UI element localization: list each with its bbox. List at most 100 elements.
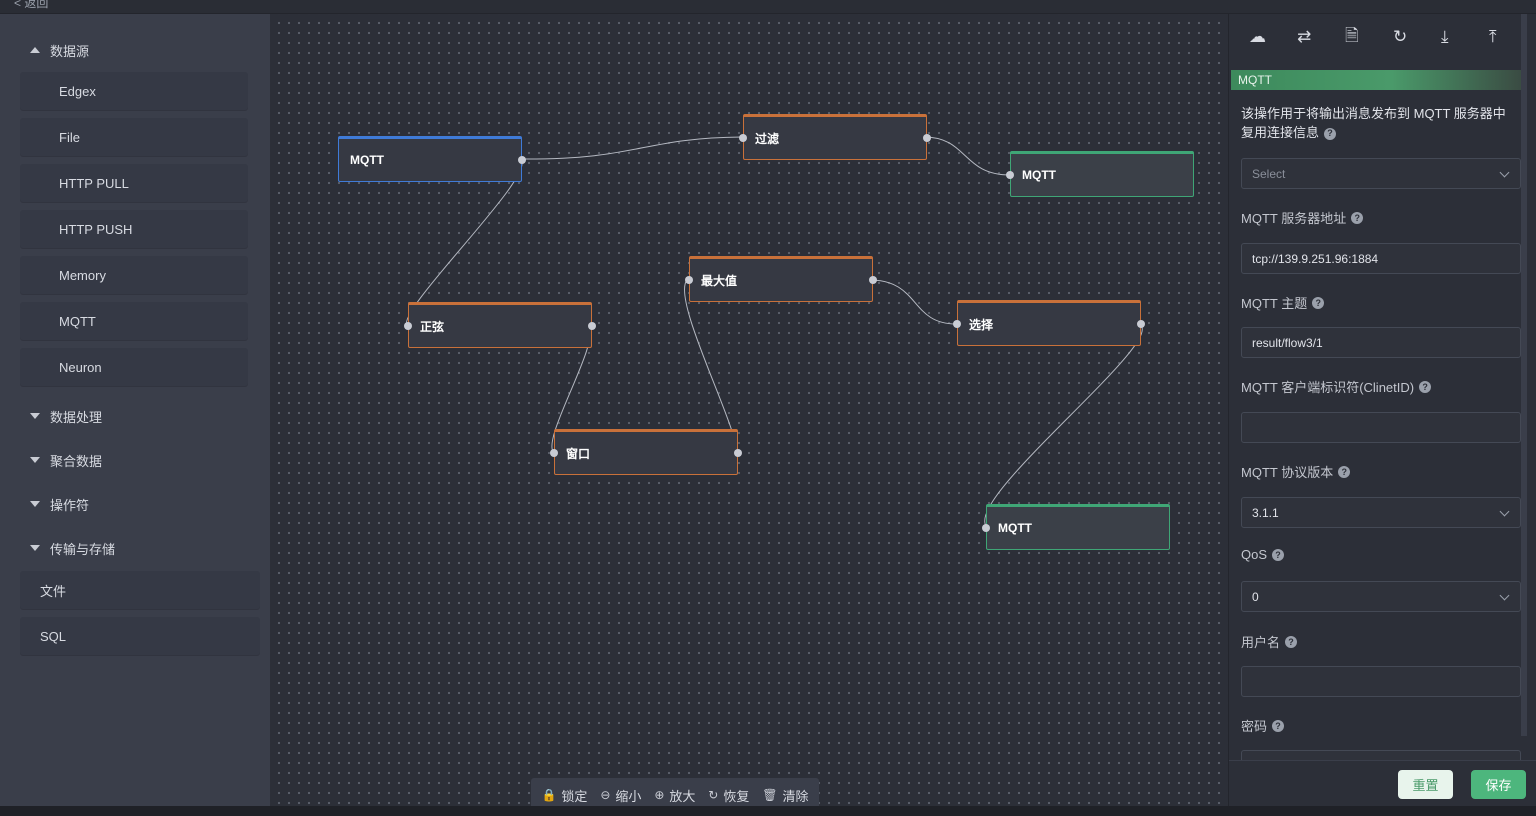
tool-label: 缩小 bbox=[615, 788, 642, 804]
topic-input[interactable]: result/flow3/1 bbox=[1241, 327, 1521, 358]
input-port[interactable] bbox=[982, 524, 990, 532]
zoom-out-button[interactable]: ⊖ 缩小 bbox=[600, 786, 641, 805]
server-address-input[interactable]: tcp://139.9.251.96:1884 bbox=[1241, 243, 1521, 274]
panel-description: 该操作用于将输出消息发布到 MQTT 服务器中 复用连接信息? bbox=[1241, 104, 1521, 142]
caret-up-icon bbox=[30, 47, 40, 53]
palette-item-label: File bbox=[59, 129, 80, 145]
node-window[interactable]: 窗口 bbox=[550, 429, 742, 475]
palette-item-sql[interactable]: SQL bbox=[20, 617, 260, 655]
group-label: 数据处理 bbox=[50, 409, 103, 425]
node-label: 最大值 bbox=[701, 273, 738, 288]
node-mqtt-sink-2[interactable]: MQTT bbox=[982, 504, 1170, 550]
group-label: 数据源 bbox=[50, 43, 90, 59]
lock-button[interactable]: 🔒 锁定 bbox=[541, 786, 587, 805]
tool-label: 锁定 bbox=[561, 788, 588, 804]
help-icon[interactable]: ? bbox=[1272, 548, 1285, 561]
input-port[interactable] bbox=[1006, 171, 1014, 179]
panel-scrollbar[interactable] bbox=[1521, 14, 1527, 736]
tool-label: 恢复 bbox=[723, 788, 750, 804]
qos-select[interactable]: 0 bbox=[1241, 581, 1521, 612]
palette-item-label: SQL bbox=[40, 628, 67, 644]
palette-item-file-sink[interactable]: 文件 bbox=[20, 571, 260, 609]
help-icon[interactable]: ? bbox=[1419, 380, 1432, 393]
chevron-down-icon bbox=[1499, 506, 1510, 517]
refresh-icon[interactable]: ↻ bbox=[1393, 27, 1408, 46]
palette-item-neuron[interactable]: Neuron bbox=[20, 348, 248, 386]
username-label: 用户名? bbox=[1241, 632, 1298, 651]
node-mqtt-sink-1[interactable]: MQTT bbox=[1006, 151, 1194, 197]
panel-action-icons: ☁ ⇄ 🗎 ↻ ⤓ ⤒ bbox=[1229, 14, 1536, 60]
chevron-down-icon bbox=[1499, 167, 1510, 178]
lock-icon: 🔒 bbox=[541, 788, 557, 802]
palette-item-edgex[interactable]: Edgex bbox=[20, 72, 248, 110]
select-placeholder: Select bbox=[1252, 166, 1286, 181]
output-port[interactable] bbox=[1137, 320, 1145, 328]
input-port[interactable] bbox=[550, 449, 558, 457]
sync-icon[interactable]: ⇄ bbox=[1297, 27, 1312, 46]
input-port[interactable] bbox=[685, 276, 693, 284]
help-icon[interactable]: ? bbox=[1272, 719, 1285, 732]
help-icon[interactable]: ? bbox=[1324, 127, 1337, 140]
clientid-input[interactable] bbox=[1241, 412, 1521, 443]
description-text: 该操作用于将输出消息发布到 MQTT 服务器中 bbox=[1241, 106, 1506, 121]
help-icon[interactable]: ? bbox=[1312, 296, 1325, 309]
reuse-connection-select[interactable]: Select bbox=[1241, 158, 1521, 189]
reuse-connection-label-row: 复用连接信息? bbox=[1241, 123, 1521, 142]
node-filter[interactable]: 过滤 bbox=[739, 114, 931, 160]
group-header-operators[interactable]: 操作符 bbox=[30, 494, 89, 514]
palette-item-mqtt[interactable]: MQTT bbox=[20, 302, 248, 340]
clear-button[interactable]: 🗑 清除 bbox=[762, 786, 808, 805]
zoom-in-button[interactable]: ⊕ 放大 bbox=[654, 786, 695, 805]
reuse-connection-label: 复用连接信息 bbox=[1241, 125, 1320, 140]
output-port[interactable] bbox=[923, 134, 931, 142]
caret-down-icon bbox=[30, 545, 40, 551]
group-label: 传输与存储 bbox=[50, 541, 116, 557]
chevron-down-icon bbox=[1499, 590, 1510, 601]
username-input[interactable] bbox=[1241, 666, 1521, 697]
help-icon[interactable]: ? bbox=[1351, 211, 1364, 224]
input-port[interactable] bbox=[739, 134, 747, 142]
palette-item-http-push[interactable]: HTTP PUSH bbox=[20, 210, 248, 248]
add-file-icon[interactable]: 🗎 bbox=[1345, 25, 1359, 45]
palette-item-file[interactable]: File bbox=[20, 118, 248, 156]
input-port[interactable] bbox=[953, 320, 961, 328]
palette-item-memory[interactable]: Memory bbox=[20, 256, 248, 294]
palette-item-http-pull[interactable]: HTTP PULL bbox=[20, 164, 248, 202]
reset-button[interactable]: 重置 bbox=[1398, 770, 1453, 799]
restore-button[interactable]: ↻ 恢复 bbox=[708, 786, 749, 805]
back-link[interactable]: < 返回 bbox=[14, 0, 49, 10]
group-header-aggregation[interactable]: 聚合数据 bbox=[30, 450, 102, 470]
upload-icon[interactable]: ⤒ bbox=[1489, 27, 1497, 46]
node-label: MQTT bbox=[350, 153, 384, 167]
group-header-data-source[interactable]: 数据源 bbox=[30, 40, 89, 60]
palette-item-label: MQTT bbox=[59, 313, 96, 329]
group-header-data-processing[interactable]: 数据处理 bbox=[30, 406, 102, 426]
output-port[interactable] bbox=[518, 156, 526, 164]
output-port[interactable] bbox=[869, 276, 877, 284]
output-port[interactable] bbox=[734, 449, 742, 457]
save-button[interactable]: 保存 bbox=[1471, 770, 1526, 799]
help-icon[interactable]: ? bbox=[1338, 465, 1351, 478]
password-label-text: 密码 bbox=[1241, 719, 1268, 734]
node-sine[interactable]: 正弦 bbox=[404, 302, 596, 348]
panel-title: MQTT bbox=[1231, 70, 1523, 90]
qos-label-text: QoS bbox=[1241, 547, 1268, 562]
protocol-version-select[interactable]: 3.1.1 bbox=[1241, 497, 1521, 528]
palette-item-label: Memory bbox=[59, 267, 106, 283]
download-icon[interactable]: ⤓ bbox=[1441, 27, 1449, 46]
node-mqtt-source[interactable]: MQTT bbox=[338, 136, 526, 182]
input-port[interactable] bbox=[404, 322, 412, 330]
node-select[interactable]: 选择 bbox=[953, 300, 1145, 346]
node-max[interactable]: 最大值 bbox=[685, 256, 877, 302]
node-palette-sidebar: 数据源 Edgex File HTTP PULL HTTP PUSH Memor… bbox=[0, 14, 270, 806]
palette-item-label: 文件 bbox=[40, 583, 67, 599]
node-label: 正弦 bbox=[420, 319, 445, 334]
group-header-sink[interactable]: 传输与存储 bbox=[30, 538, 115, 558]
palette-item-label: Edgex bbox=[59, 83, 96, 99]
help-icon[interactable]: ? bbox=[1285, 635, 1298, 648]
qos-value: 0 bbox=[1252, 589, 1259, 604]
output-port[interactable] bbox=[588, 322, 596, 330]
server-address-value: tcp://139.9.251.96:1884 bbox=[1252, 251, 1379, 266]
cloud-upload-icon[interactable]: ☁ bbox=[1249, 27, 1266, 46]
topic-label: MQTT 主题? bbox=[1241, 293, 1325, 312]
